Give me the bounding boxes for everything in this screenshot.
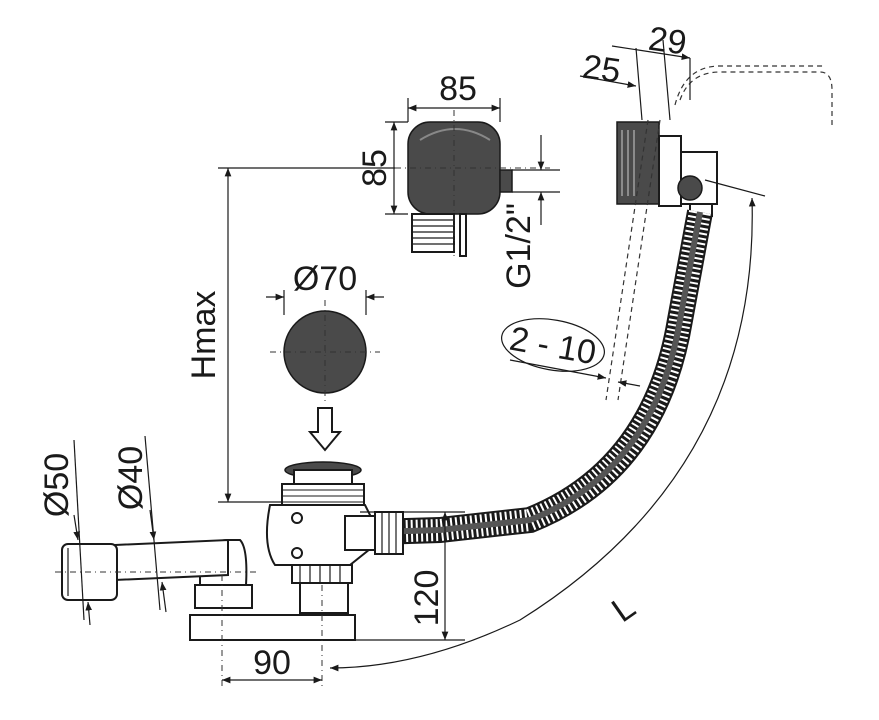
insert-arrow-icon xyxy=(307,407,343,452)
overflow-flange xyxy=(616,121,718,217)
flange-cable-pulley xyxy=(677,175,703,201)
label-outlet-50: Ø50 xyxy=(38,453,76,517)
plug: Ø70 xyxy=(266,260,384,452)
dimension-overflow-width: 85 xyxy=(407,70,501,122)
label-hmax: Hmax xyxy=(185,291,223,380)
outlet-pipe xyxy=(114,538,229,582)
label-plug-diameter: Ø70 xyxy=(293,260,357,298)
dimension-hmax: Hmax xyxy=(185,167,395,503)
dimension-thread: G1/2" xyxy=(500,135,560,289)
overflow-nozzle xyxy=(499,169,513,193)
trap-body xyxy=(299,582,349,614)
label-outer-25: 25 xyxy=(580,48,623,91)
dimension-trap-height: 120 xyxy=(355,511,465,641)
trap-bowl xyxy=(189,614,356,641)
dimension-outer: 25 29 xyxy=(579,20,691,121)
flange-rosette xyxy=(616,121,660,205)
drain-body xyxy=(55,461,404,641)
label-outer-29: 29 xyxy=(646,20,689,63)
label-length: L xyxy=(605,588,642,630)
label-wall-range: 2 - 10 xyxy=(507,320,599,373)
control-cable xyxy=(679,71,833,128)
dimension-outlet: Ø50 Ø40 xyxy=(38,435,167,626)
drain-flange xyxy=(281,483,365,507)
overflow-head xyxy=(407,121,513,257)
label-outlet-40: Ø40 xyxy=(112,446,150,510)
overflow-cable-end xyxy=(459,213,467,257)
label-trap-offset: 90 xyxy=(253,644,291,682)
label-overflow-width: 85 xyxy=(439,70,477,108)
dimension-trap-offset: 90 xyxy=(221,575,323,690)
dimension-wall-range: 2 - 10 xyxy=(501,318,641,387)
label-thread: G1/2" xyxy=(500,203,538,289)
label-trap-height: 120 xyxy=(408,570,446,627)
